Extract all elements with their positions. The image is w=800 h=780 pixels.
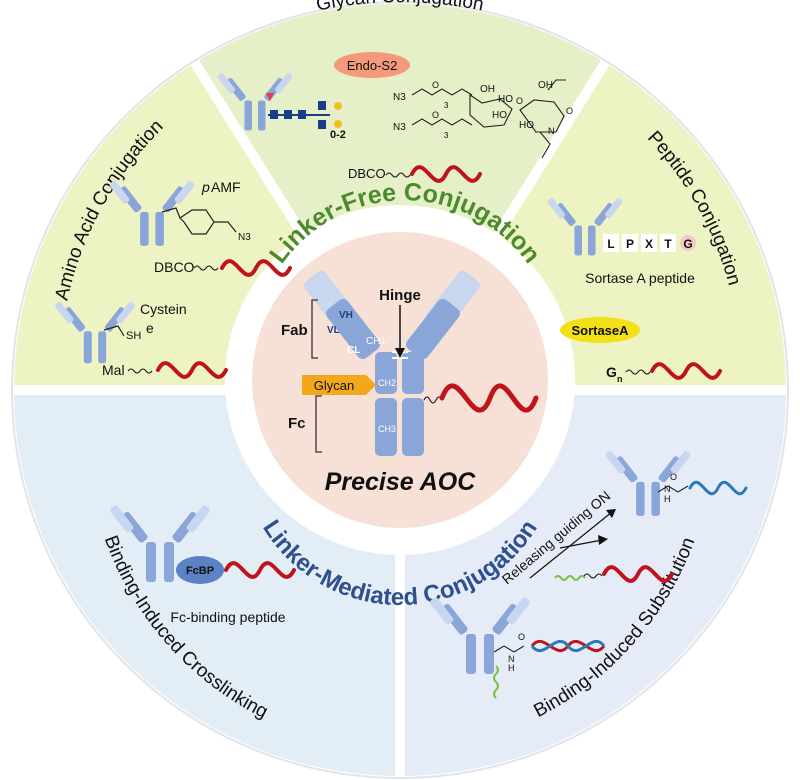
released-linker [583, 573, 603, 579]
product-o: O [670, 472, 677, 482]
gn-oligo [650, 362, 722, 380]
label-vh: VH [339, 310, 353, 321]
label-sortase: SortaseA [571, 323, 629, 338]
ho-2: HO [498, 94, 513, 105]
pamf-structure [161, 207, 237, 235]
glycan-oligo [410, 165, 482, 183]
seq-2: P [626, 237, 634, 251]
center-oligo [439, 383, 539, 413]
product-bond [657, 485, 689, 493]
amino-dbco: DBCO [154, 259, 195, 275]
o-3: O [516, 96, 523, 106]
ho-1: HO [492, 110, 507, 121]
seq-4: T [664, 237, 672, 251]
amino-mal-linker [127, 368, 153, 374]
glycan-chain [266, 93, 342, 129]
n3-bottom: N3 [393, 122, 406, 133]
seq-3: X [645, 237, 653, 251]
guide-strand [493, 665, 499, 699]
center-linker [423, 396, 443, 404]
fc-bracket [315, 395, 322, 453]
arrow-up [529, 511, 613, 579]
oh-1: OH [480, 84, 495, 95]
label-fc: Fc [288, 415, 306, 432]
seq-5: G [683, 237, 692, 251]
gn-linker [625, 369, 651, 375]
label-gn: G [606, 364, 617, 380]
sub3-top: 3 [444, 101, 449, 110]
outer-ring [11, 1, 789, 779]
fcbp-badge [176, 556, 224, 584]
product-h: H [664, 494, 671, 504]
glycan-dbco: DBCO [348, 166, 386, 181]
amino-n3: N3 [238, 232, 251, 243]
label-hinge: Hinge [379, 287, 421, 304]
glycan-tag [302, 375, 376, 395]
center-antibody [304, 270, 480, 456]
label-endo-s2: Endo-S2 [347, 58, 398, 73]
fcbp-oligo [224, 561, 296, 579]
substrate-h: H [508, 663, 515, 673]
n-atom: N [548, 126, 555, 136]
fab-bracket [311, 299, 318, 359]
ho-3: HO [519, 120, 534, 131]
n3-top: N3 [393, 92, 406, 103]
label-vl: VL [327, 325, 340, 336]
oh-2: OH [538, 80, 553, 91]
amino-mal-oligo [156, 361, 228, 379]
label-fcbp: FcBP [186, 565, 214, 577]
label-repeat: 0-2 [330, 129, 346, 141]
arrow-side-head [598, 535, 608, 545]
amino-mal: Mal [102, 362, 125, 378]
cystein-line2: e [146, 320, 154, 336]
product-n: N [664, 484, 671, 494]
glycan-linker [385, 172, 411, 178]
amino-dbco-linker [193, 265, 219, 271]
o-2: O [432, 110, 439, 120]
center-title: Precise AOC [325, 468, 476, 496]
label-cl: CL [347, 345, 360, 356]
cysteine-bond [103, 325, 125, 337]
arrow-side [559, 539, 603, 549]
seq-1: L [607, 237, 614, 251]
sortase-peptide-caption: Sortase A peptide [585, 270, 695, 286]
o-4: O [566, 106, 573, 116]
endo-s2-badge [334, 52, 410, 78]
label-glycan: Glycan [314, 378, 354, 393]
peptide-sequence: L P X T G [603, 234, 696, 252]
product-oligo [688, 480, 748, 496]
label-ch2: CH2 [378, 378, 396, 388]
fcbp-caption: Fc-binding peptide [170, 609, 285, 625]
label-gn-sub: n [617, 374, 623, 384]
label-sh: SH [126, 330, 141, 342]
pamf-italic-p: p [201, 179, 210, 195]
duplex-helix [530, 639, 606, 653]
pamf-label: AMF [211, 179, 241, 195]
cystein-line1: Cystein [140, 301, 187, 317]
label-ch1: CH1 [366, 336, 386, 347]
hinge-arrowhead [395, 348, 405, 358]
released-oligo [602, 565, 674, 583]
sortase-badge [560, 317, 640, 343]
substrate-o: O [518, 632, 525, 642]
label-ch3: CH3 [378, 424, 396, 434]
amino-dbco-oligo [220, 259, 292, 277]
azide-sugar-structure [411, 79, 566, 159]
arrow-up-head [606, 509, 616, 518]
sub3-bottom: 3 [444, 131, 449, 140]
substrate-n: N [508, 654, 515, 664]
substrate-bond [493, 645, 525, 653]
released-guide [554, 575, 586, 581]
o-1: O [432, 80, 439, 90]
label-fab: Fab [281, 322, 308, 339]
